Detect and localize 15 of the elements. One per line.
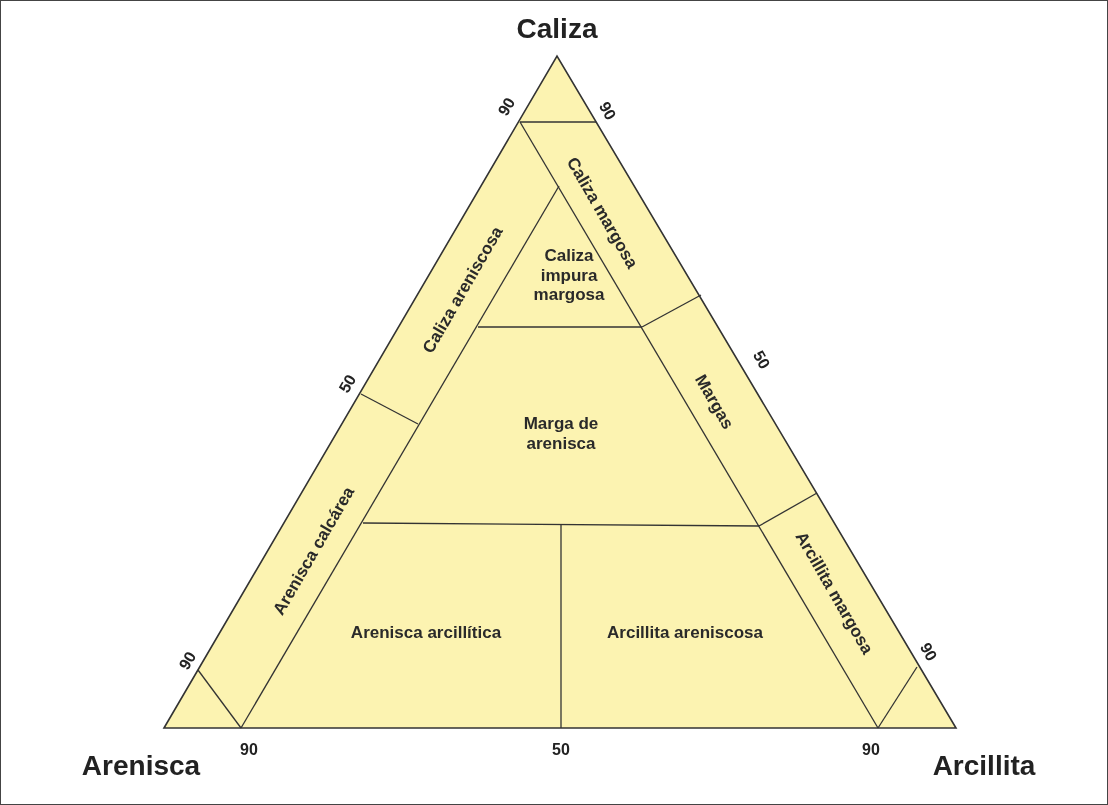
scale-number: 90 xyxy=(862,740,880,760)
vertex-label: Arcillita xyxy=(932,749,1036,783)
scale-number: 90 xyxy=(594,98,620,124)
region-label: Arcillita areniscosa xyxy=(607,623,763,643)
vertex-label: Caliza xyxy=(516,12,598,46)
scale-number: 90 xyxy=(915,639,941,665)
vertex-label: Arenisca xyxy=(81,749,201,783)
scale-number: 50 xyxy=(748,347,774,373)
scale-number: 50 xyxy=(335,371,361,397)
region-label: Arenisca arcillítica xyxy=(350,623,502,643)
scale-number: 90 xyxy=(240,740,258,760)
scale-number: 90 xyxy=(175,648,201,674)
scale-number: 90 xyxy=(494,94,520,120)
scale-number: 50 xyxy=(552,740,570,760)
region-label: Marga de arenisca xyxy=(522,414,600,454)
